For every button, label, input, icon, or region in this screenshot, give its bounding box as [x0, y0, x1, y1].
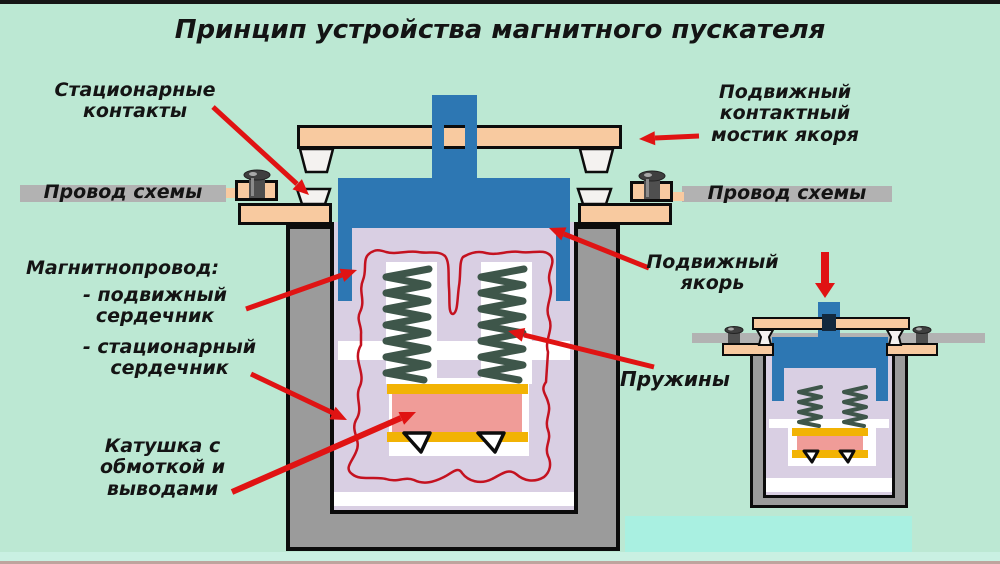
small-terminal-plate-left — [722, 343, 774, 356]
small-bottom-lining — [766, 478, 892, 492]
small-stem-slot — [822, 314, 836, 331]
small-core-gap-band — [769, 419, 889, 428]
armature-body — [338, 178, 570, 228]
small-armature-leg-left — [772, 368, 784, 401]
core-gap-band — [338, 341, 570, 360]
page-title: Принцип устройства магнитного пускателя — [174, 15, 826, 45]
wire-left-bar — [20, 185, 226, 202]
screw-clamp-left — [235, 180, 278, 201]
coil-flange-top — [387, 384, 528, 394]
armature-leg-right — [556, 228, 570, 301]
terminal-plate-left — [238, 203, 332, 225]
contact-bridge — [297, 125, 622, 149]
small-armature-leg-right — [876, 368, 888, 401]
label-stationary-core: - стационарный сердечник — [82, 336, 257, 380]
label-springs: Пружины — [620, 367, 730, 391]
stationary-contact-right — [576, 187, 613, 206]
interior-bottom-lining — [334, 492, 574, 506]
label-movable-armature: Подвижный якорь — [646, 251, 779, 295]
small-coil-flange-top — [792, 428, 868, 436]
coil-flange-bottom — [387, 432, 528, 442]
top-edge-strip — [0, 0, 1000, 4]
bridge-contact-left — [298, 147, 335, 174]
spring-channel-left — [386, 262, 437, 384]
spring-channel-right — [481, 262, 532, 384]
wire-left-end — [226, 188, 242, 198]
coil-winding — [392, 394, 522, 432]
small-coil-flange-bottom — [792, 450, 868, 458]
terminal-plate-right — [578, 203, 672, 225]
label-magnetic-core-header: Магнитнопровод: — [26, 257, 220, 279]
main-interior — [330, 222, 578, 514]
screw-clamp-right — [630, 181, 673, 202]
label-wire-right: Провод схемы — [707, 182, 867, 205]
small-coil-winding — [797, 436, 863, 451]
label-coil: Катушка с обмоткой и выводами — [99, 435, 226, 500]
stem-front-right — [465, 121, 477, 153]
small-terminal-plate-right — [886, 343, 938, 356]
bottom-edge-strip — [0, 561, 1000, 564]
wire-right-bar — [682, 186, 892, 202]
armature-leg-left — [338, 228, 352, 301]
label-wire-left: Провод схемы — [43, 181, 203, 204]
arrow-press-down — [815, 252, 835, 298]
small-interior — [763, 350, 895, 498]
stem-front-left — [432, 121, 444, 153]
label-movable-core: - подвижный сердечник — [83, 284, 227, 328]
wire-right-end — [672, 192, 684, 201]
cyan-band — [625, 516, 912, 552]
label-movable-bridge: Подвижный контактный мостик якоря — [711, 81, 859, 146]
stationary-contact-left — [295, 187, 332, 206]
label-stationary-contacts: Стационарные контакты — [54, 79, 216, 123]
bridge-contact-right — [578, 147, 615, 174]
